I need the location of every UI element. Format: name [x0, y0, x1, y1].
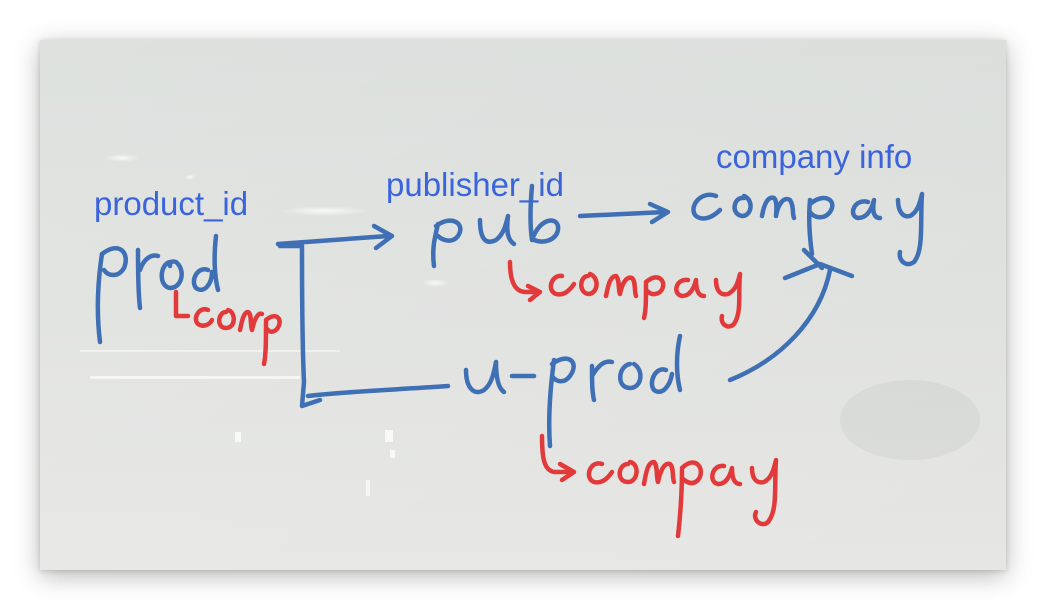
arrow-pub-to-company [577, 201, 671, 225]
bracket-prod-to-uprod [277, 243, 451, 409]
handwritten-company-under-uprod [539, 433, 779, 539]
arrow-prod-to-pub [275, 223, 395, 251]
handwritten-prod [95, 233, 221, 345]
annotation-product-id: product_id [94, 185, 249, 222]
annotation-company-info: company info [716, 138, 913, 175]
blue-marker-strokes [95, 183, 925, 449]
whiteboard-drawing [40, 40, 1006, 570]
whiteboard-photo [40, 40, 1006, 570]
red-marker-strokes [173, 259, 779, 539]
arrow-uprod-to-company [727, 247, 855, 383]
light-reflections [80, 154, 980, 496]
handwritten-company [691, 191, 925, 267]
handwritten-comp [173, 289, 282, 367]
handwritten-pub [430, 183, 561, 269]
handwritten-company-under-pub [507, 259, 743, 329]
annotation-publisher-id: publisher_id [386, 166, 564, 203]
handwritten-u-prod [463, 333, 683, 449]
